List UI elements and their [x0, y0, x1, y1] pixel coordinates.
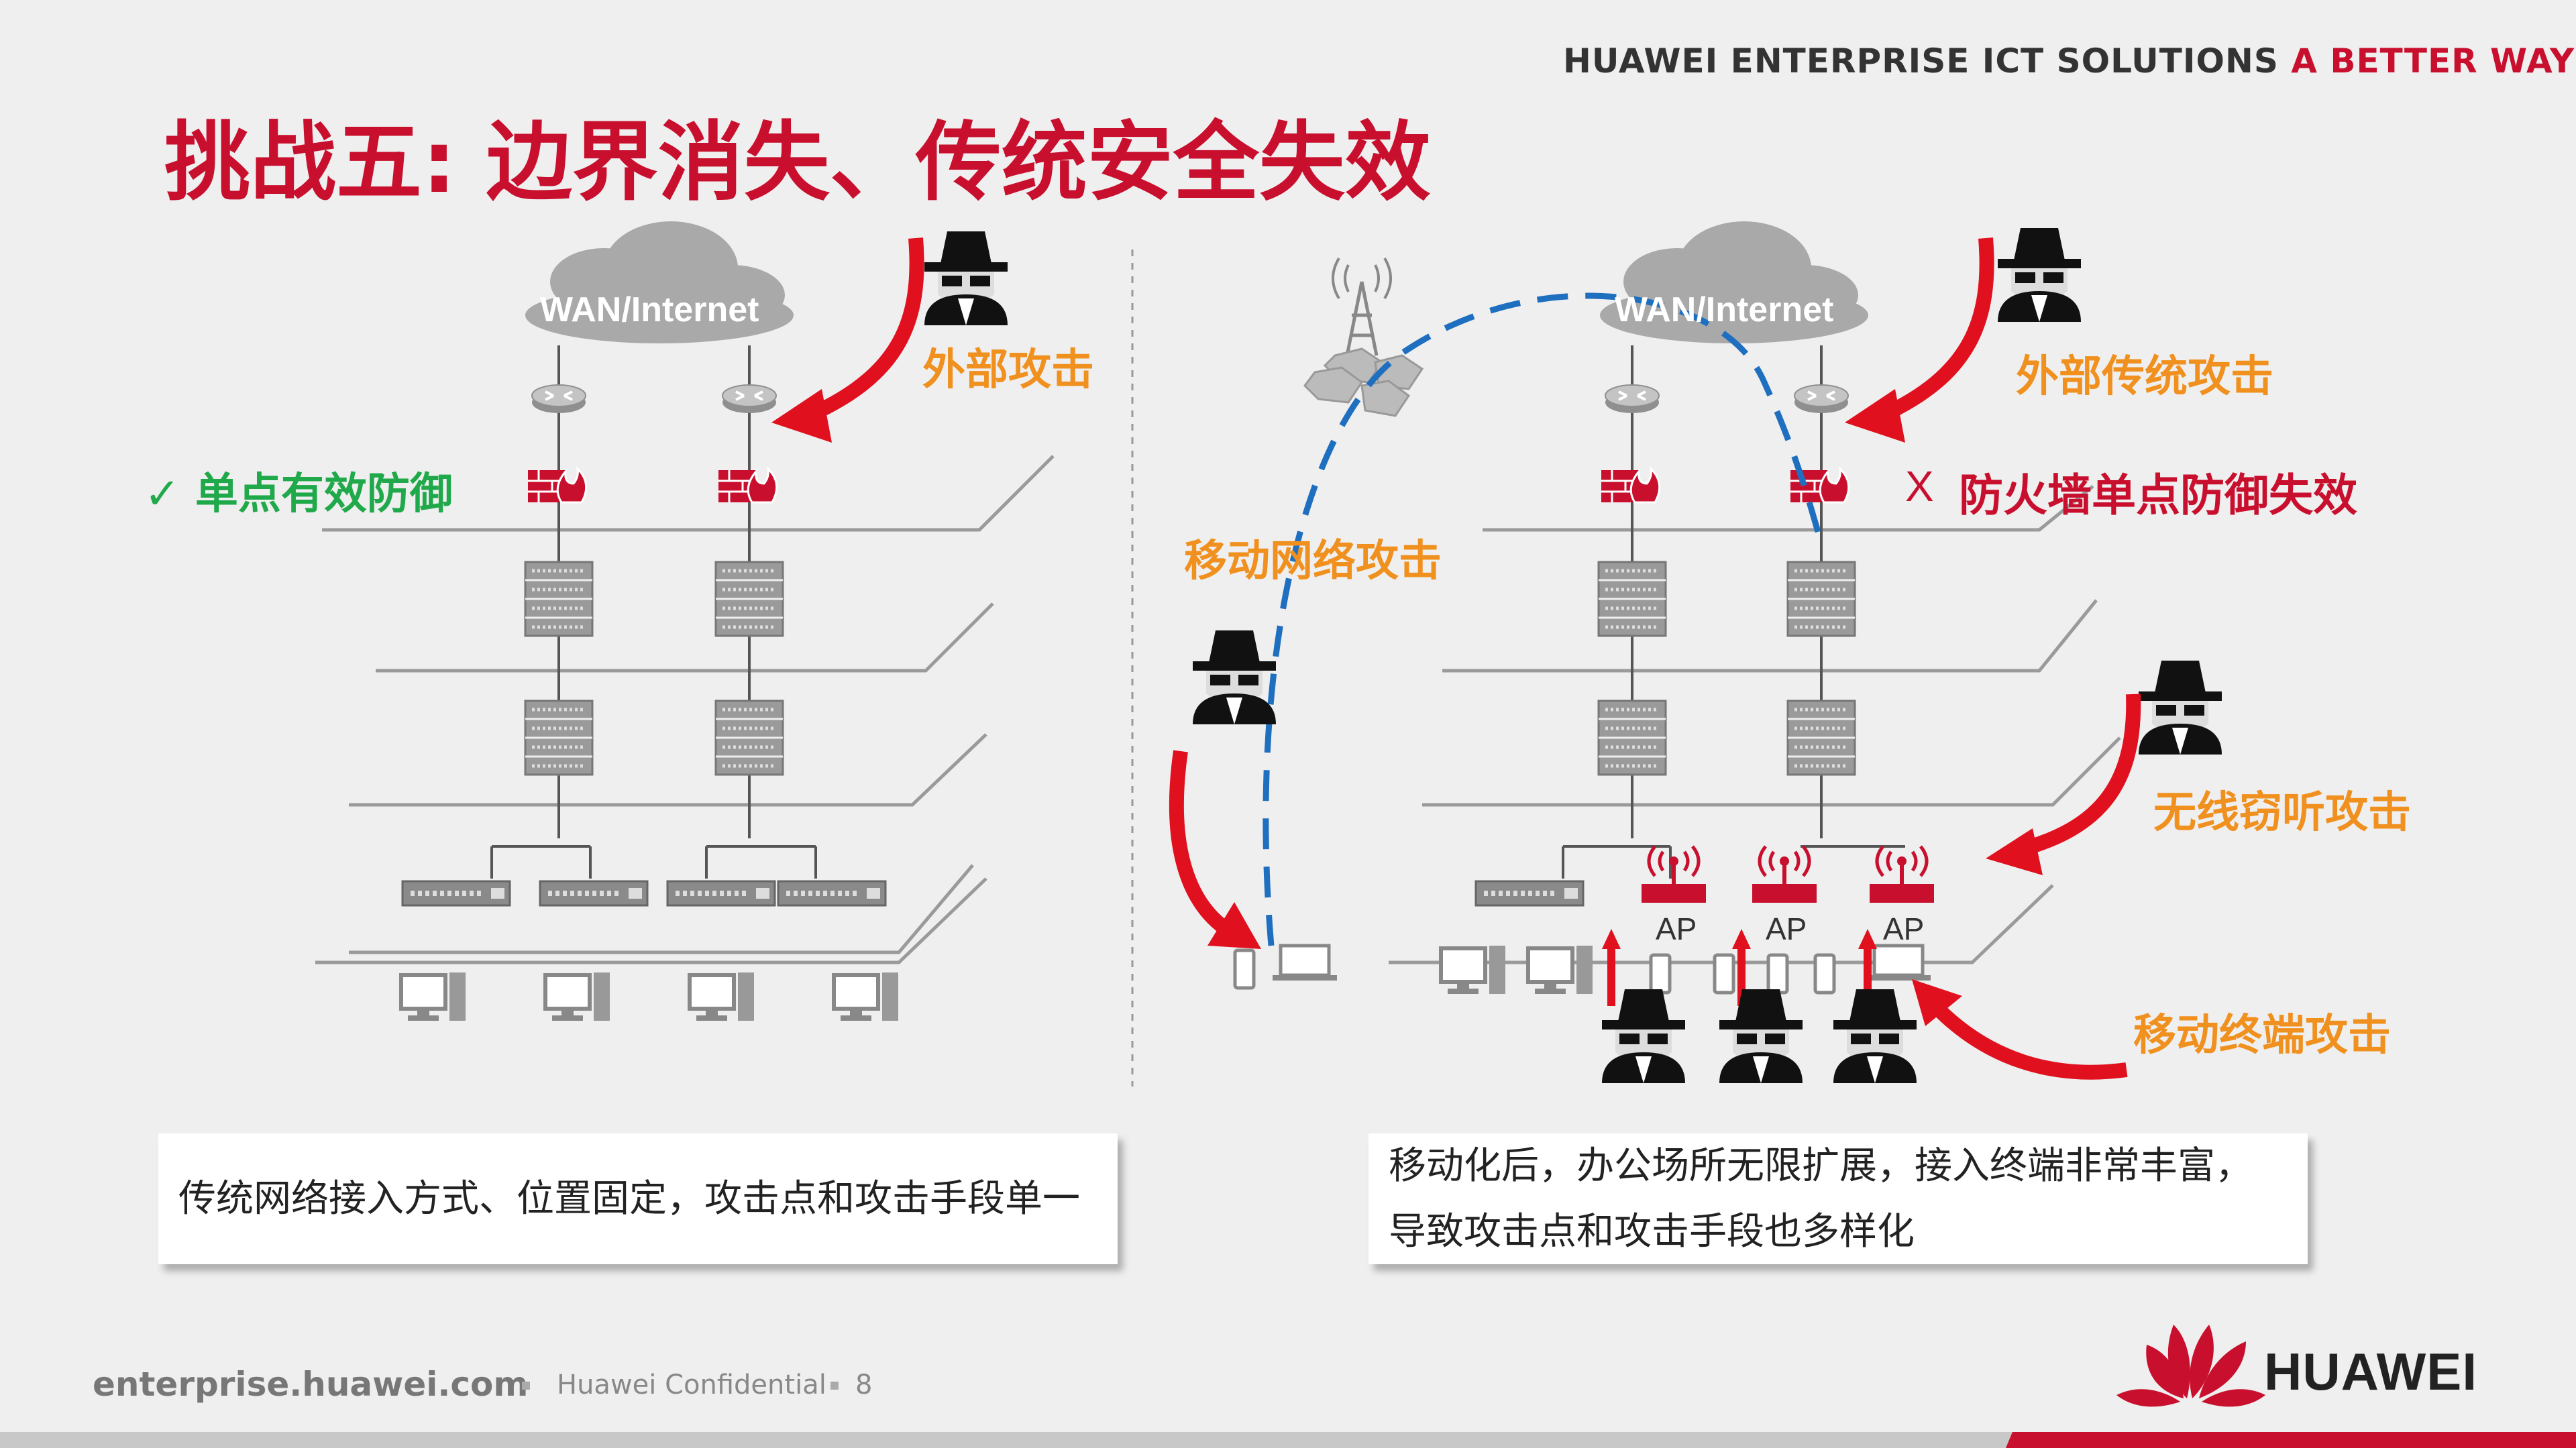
access-point-icon	[1642, 846, 1706, 903]
page-title: 挑战五: 边界消失、传统安全失效	[164, 113, 1431, 213]
server-icon	[716, 562, 783, 636]
right-cloud-label: WAN/Internet	[1615, 290, 1834, 329]
hacker-icon	[1193, 630, 1276, 724]
footer-separator	[522, 1382, 530, 1390]
pc-icon	[401, 972, 466, 1021]
left-cloud-icon	[525, 221, 794, 343]
left-caption-box: 传统网络接入方式、位置固定，攻击点和攻击手段单一	[158, 1133, 1118, 1264]
firewall-icon	[1600, 467, 1661, 504]
phone-icon	[1715, 955, 1733, 993]
router-icon	[1604, 384, 1660, 414]
cell-tower-icon	[1303, 257, 1424, 417]
access-point-icon	[1870, 846, 1934, 903]
server-icon	[1599, 701, 1666, 775]
switch-icon	[667, 881, 775, 905]
left-caption-text: 传统网络接入方式、位置固定，攻击点和攻击手段单一	[178, 1177, 1080, 1221]
phone-icon	[1235, 950, 1254, 988]
attack-arrow-icon	[1845, 237, 1994, 443]
footer-site[interactable]: enterprise.huawei.com	[93, 1365, 529, 1404]
switch-icon	[778, 881, 885, 905]
router-icon	[721, 384, 777, 414]
hacker-icon	[924, 231, 1008, 325]
brand-accent: A BETTER WAY	[2291, 42, 2575, 80]
access-point-icon	[1752, 846, 1817, 903]
uplink-arrows	[1602, 929, 1877, 1006]
mobile-terminal-attack-label: 移动终端攻击	[2133, 1011, 2391, 1060]
pc-icon	[1528, 946, 1593, 994]
hacker-icon	[1998, 228, 2081, 322]
huawei-logo-text: HUAWEI	[2264, 1342, 2477, 1401]
pc-icon	[1441, 946, 1505, 994]
pc-icon	[834, 972, 898, 1021]
switch-icon	[540, 881, 647, 905]
right-cloud-icon	[1600, 221, 1868, 343]
firewall-icon	[527, 467, 588, 504]
hacker-icon	[1833, 989, 1917, 1083]
left-network	[315, 221, 1055, 1021]
router-icon	[531, 384, 587, 414]
phone-icon	[1815, 955, 1834, 993]
attack-arrow-icon	[1986, 693, 2141, 875]
switch-icon	[402, 881, 510, 905]
server-icon	[525, 562, 592, 636]
mobile-attack-path	[1263, 292, 1825, 946]
hacker-icon	[2139, 661, 2222, 755]
laptop-icon	[1273, 946, 1337, 981]
right-caption-text: 移动化后，办公场所无限扩展，接入终端非常丰富，导致攻击点和攻击手段也多样化	[1389, 1144, 2253, 1254]
router-icon	[1793, 384, 1849, 414]
attack-arrow-icon	[771, 237, 924, 443]
wireless-eavesdrop-attack-label: 无线窃听攻击	[2153, 788, 2411, 838]
single-point-defense-label: ✓ 单点有效防御	[144, 469, 453, 519]
phone-icon	[1651, 955, 1670, 993]
ap-label: AP	[1656, 911, 1697, 946]
right-network	[1169, 221, 2222, 1083]
laptop-icon	[1866, 946, 1931, 981]
firewall-fail-mark: X	[1905, 462, 1934, 510]
external-traditional-attack-label: 外部传统攻击	[2016, 352, 2273, 402]
left-cloud-label: WAN/Internet	[540, 290, 759, 329]
pc-icon	[690, 972, 754, 1021]
huawei-logo-icon	[2116, 1325, 2265, 1407]
server-icon	[716, 701, 783, 775]
firewall-fail-label: 防火墙单点防御失效	[1959, 469, 2357, 521]
attack-arrow-icon	[1912, 979, 2128, 1080]
firewall-icon	[717, 467, 778, 504]
pc-icon	[545, 972, 610, 1021]
brand-tagline: HUAWEI ENTERPRISE ICT SOLUTIONS A BETTER…	[1563, 42, 2575, 80]
server-icon	[525, 701, 592, 775]
phone-icon	[1768, 955, 1787, 993]
server-icon	[1788, 701, 1855, 775]
ap-label: AP	[1883, 911, 1925, 946]
page-number: 8	[855, 1370, 873, 1400]
server-icon	[1599, 562, 1666, 636]
server-icon	[1788, 562, 1855, 636]
footer-confidential: Huawei Confidential	[557, 1370, 826, 1400]
attack-arrow-icon	[1169, 750, 1261, 949]
switch-icon	[1476, 881, 1583, 905]
hacker-icon	[1719, 989, 1803, 1083]
footer-separator	[830, 1382, 839, 1390]
mobile-network-attack-label: 移动网络攻击	[1184, 537, 1442, 586]
brand-main: HUAWEI ENTERPRISE ICT SOLUTIONS	[1563, 42, 2292, 80]
external-attack-label: 外部攻击	[922, 345, 1094, 395]
right-caption-box: 移动化后，办公场所无限扩展，接入终端非常丰富，导致攻击点和攻击手段也多样化	[1368, 1133, 2308, 1264]
ap-label: AP	[1766, 911, 1807, 946]
